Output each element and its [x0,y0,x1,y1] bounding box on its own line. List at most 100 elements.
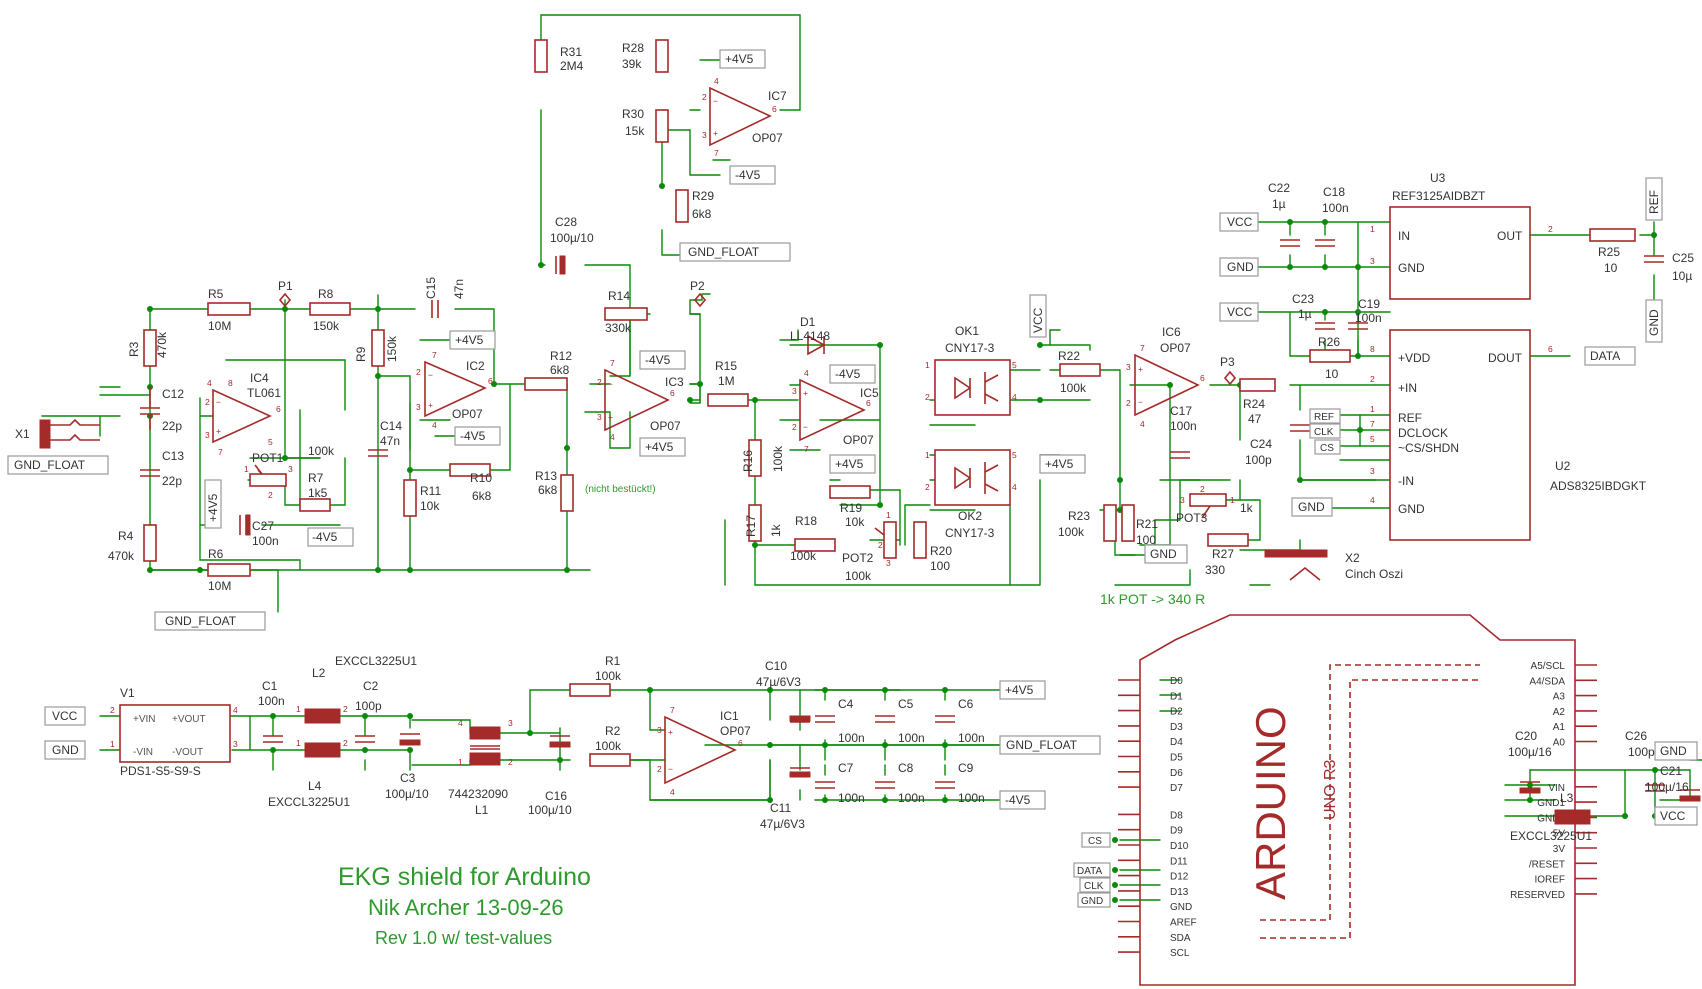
svg-text:1: 1 [110,739,115,749]
svg-text:+VIN: +VIN [133,714,156,725]
svg-text:X2: X2 [1345,551,1360,565]
svg-text:100µ/16: 100µ/16 [1645,780,1689,794]
c2-capacitor: C2 100p [355,679,382,743]
svg-text:10M: 10M [208,319,231,333]
r4-resistor: R4 470k [108,524,157,563]
svg-text:R5: R5 [208,287,224,301]
svg-text:IC7: IC7 [768,89,787,103]
svg-text:6: 6 [866,398,871,408]
svg-text:2M4: 2M4 [560,59,584,73]
svg-text:CLK: CLK [1084,881,1104,892]
svg-text:GND: GND [1660,744,1687,758]
ok1-optocoupler: OK1 CNY17-3 1 2 5 4 [925,324,1017,416]
net-p4v5-ok2: +4V5 [1039,454,1086,474]
svg-text:7: 7 [1370,419,1375,429]
svg-text:1: 1 [1370,224,1375,234]
c7-capacitor: C7 100n [815,761,865,805]
svg-text:GND: GND [1647,309,1661,336]
svg-text:100n: 100n [898,731,925,745]
r15-resistor: R15 1M [707,359,749,407]
svg-text:470k: 470k [155,331,169,358]
svg-text:C25: C25 [1672,251,1694,265]
svg-text:2: 2 [657,764,662,774]
svg-text:4: 4 [233,705,238,715]
svg-text:330: 330 [1205,563,1225,577]
svg-text:1k5: 1k5 [308,486,328,500]
svg-text:7: 7 [218,447,223,457]
net-gnd-float-main: GND_FLOAT [154,611,266,631]
svg-text:VCC: VCC [1227,305,1253,319]
svg-text:100µ/10: 100µ/10 [550,231,594,245]
svg-text:100p: 100p [355,699,382,713]
svg-text:2: 2 [925,392,930,402]
svg-text:+: + [713,128,718,138]
svg-text:C26: C26 [1625,729,1647,743]
ic3-opamp: − + IC3 OP07 2 3 6 7 4 [597,358,684,442]
svg-text:+: + [668,727,673,737]
r25-resistor: R25 10 [1589,228,1636,275]
svg-text:C7: C7 [838,761,854,775]
svg-text:150k: 150k [385,335,399,362]
svg-text:-4V5: -4V5 [1005,793,1031,807]
l1-choke: 744232090 L1 4 1 3 2 [448,718,513,817]
l3-inductor: L3 EXCCL3225U1 [1510,791,1592,843]
d1-diode: D1 LL4148 [790,315,830,356]
svg-text:+4V5: +4V5 [1045,457,1074,471]
svg-text:R30: R30 [622,107,644,121]
r19-resistor: R19 10k [829,485,871,529]
net-gnd-c25: GND [1645,299,1663,343]
svg-text:100µ/10: 100µ/10 [528,803,572,817]
svg-text:10M: 10M [208,579,231,593]
svg-text:POT2: POT2 [842,551,874,565]
svg-text:100n: 100n [1322,201,1349,215]
svg-text:IC2: IC2 [466,359,485,373]
svg-text:GND: GND [1398,261,1425,275]
svg-text:2: 2 [1548,224,1553,234]
svg-text:C11: C11 [770,801,791,815]
svg-text:−: − [428,370,433,380]
svg-text:2: 2 [1200,484,1205,494]
svg-text:7: 7 [670,705,675,715]
svg-text:R3: R3 [127,341,141,357]
svg-text:GND: GND [1081,896,1103,907]
svg-text:1: 1 [296,704,301,714]
svg-text:GND: GND [1227,260,1254,274]
net-gnd-v1: GND [44,740,86,760]
r28-resistor: R28 39k [622,39,669,73]
svg-text:VCC: VCC [52,709,78,723]
arduino-pin-a0: A0 [1553,738,1566,749]
svg-text:C4: C4 [838,697,854,711]
r20-resistor: R20 100 [913,521,952,573]
arduino-pin-a2: A2 [1553,707,1566,718]
r3-resistor: R3 470k [127,329,169,367]
c1-capacitor: C1 100n [258,679,285,743]
svg-text:1k: 1k [769,523,783,537]
svg-text:1: 1 [244,464,249,474]
net-ref-top: REF [1645,177,1663,221]
c21-capacitor: C21 100µ/16 [1645,764,1701,802]
arduino-pin-aref: AREF [1170,918,1197,929]
svg-text:3: 3 [702,130,707,140]
svg-text:+: + [1138,364,1143,374]
p2-testpoint: P2 [690,279,707,308]
svg-text:C9: C9 [958,761,974,775]
svg-text:100n: 100n [1355,311,1382,325]
svg-text:47µ/6V3: 47µ/6V3 [756,675,801,689]
svg-text:2: 2 [878,540,883,550]
svg-text:VCC: VCC [1031,307,1045,333]
svg-text:1: 1 [1370,404,1375,414]
r11-resistor: R11 10k [403,479,441,517]
svg-text:47n: 47n [380,434,400,448]
svg-text:4: 4 [670,787,675,797]
svg-text:-4V5: -4V5 [835,367,861,381]
svg-text:C18: C18 [1323,185,1345,199]
svg-text:R20: R20 [930,544,952,558]
arduino-pin-gnd2: GND2 [1537,813,1565,824]
svg-text:C15: C15 [424,277,438,299]
svg-text:GND_FLOAT: GND_FLOAT [1006,738,1078,752]
svg-text:100p: 100p [1245,453,1272,467]
svg-text:REF3125AIDBZT: REF3125AIDBZT [1392,189,1486,203]
c4-capacitor: C4 100n [815,697,865,745]
net-vcc-arduino-right: VCC [1654,806,1698,826]
net-gnd-arduino: GND [1077,892,1111,908]
